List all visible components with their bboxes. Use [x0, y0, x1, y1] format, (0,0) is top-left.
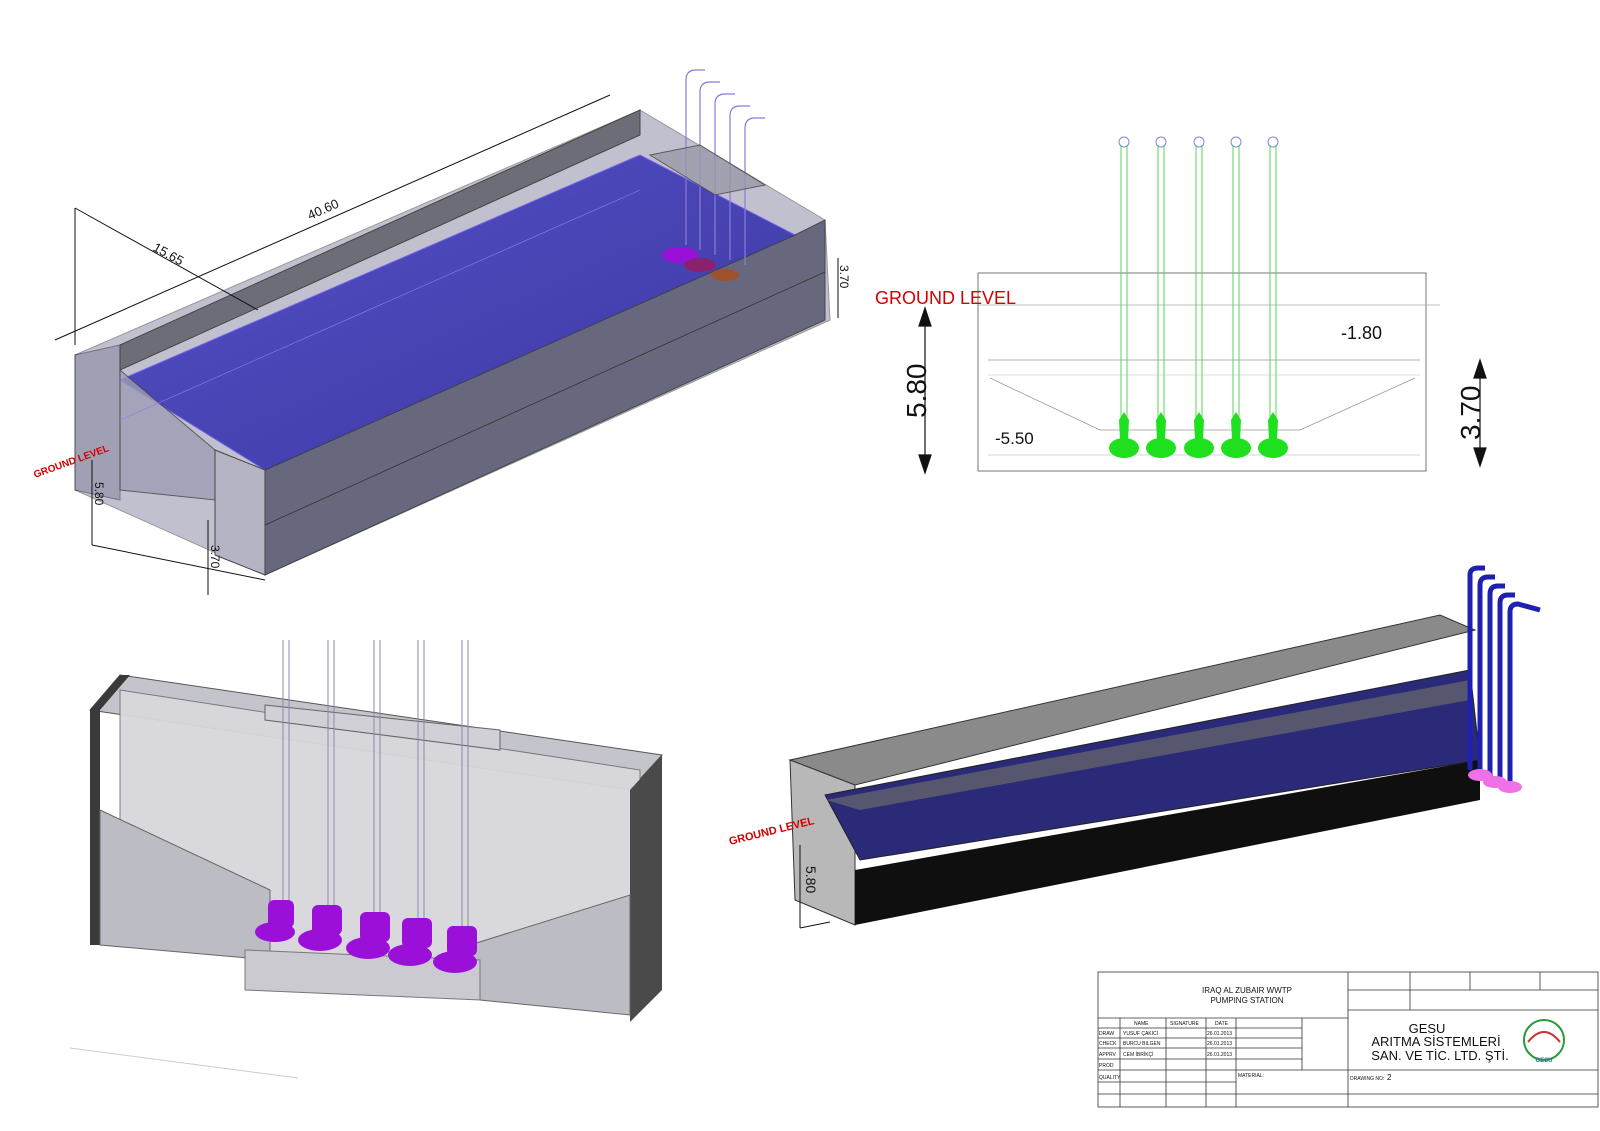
row-role: QUALITY — [1099, 1075, 1121, 1081]
company-line3: SAN. VE TİC. LTD. ŞTİ. — [1371, 1048, 1509, 1063]
row-date: 26.01.2013 — [1207, 1052, 1232, 1058]
cutaway-platform — [264, 704, 501, 751]
title-block — [1097, 971, 1599, 1108]
row-role: DRAW — [1099, 1031, 1114, 1037]
long-front-wall — [855, 760, 1480, 925]
col-name: NAME — [1134, 1021, 1149, 1027]
section-pumps — [1109, 412, 1288, 458]
dimension-height-right: 3.70 — [837, 265, 851, 289]
gesu-logo — [1523, 1019, 1565, 1061]
row-name: CEM İBRİKÇİ — [1123, 1051, 1154, 1058]
material-label: MATERIAL: — [1238, 1073, 1264, 1079]
level-top: -1.80 — [1341, 323, 1382, 343]
tank-corner-wall — [214, 449, 266, 576]
section-dimensions — [918, 306, 1487, 475]
depth-water: 3.70 — [1455, 386, 1486, 441]
dimension-depth-left: 5.80 — [92, 482, 106, 506]
logo-text: GESU — [1535, 1058, 1552, 1064]
drawing-no: 2 — [1387, 1073, 1392, 1082]
row-name: YUSUF ÇAKICI — [1123, 1031, 1158, 1037]
ground-level-label-section: GROUND LEVEL — [875, 288, 1016, 308]
col-signature: SIGNATURE — [1170, 1021, 1199, 1027]
dimension-depth-long: 5.80 — [803, 866, 819, 893]
cutaway-right-wall — [630, 755, 662, 1022]
long-pumps — [1468, 769, 1522, 793]
title-block-text: IRAQ AL ZUBAIR WWTP PUMPING STATION NAME… — [1099, 986, 1553, 1082]
long-pipes — [1467, 565, 1541, 790]
level-bottom: -5.50 — [995, 429, 1034, 448]
row-date: 26.01.2013 — [1207, 1041, 1232, 1047]
pump-cluster — [662, 247, 739, 281]
section-view: GROUND LEVEL -1.80 -5.50 5.80 3.70 — [875, 136, 1487, 475]
discharge-pipes — [685, 69, 765, 265]
long-perspective-view: GROUND LEVEL 5.80 — [728, 565, 1541, 929]
dimension-length: 40.60 — [305, 196, 341, 223]
cutaway-pumps — [255, 900, 477, 973]
dimension-height-left: 3.70 — [208, 545, 222, 569]
row-date: 26.01.2013 — [1207, 1031, 1232, 1037]
row-role: PROD — [1099, 1063, 1114, 1069]
long-inner-slab — [826, 680, 1470, 810]
dimension-lines — [54, 94, 839, 595]
col-date: DATE — [1215, 1021, 1229, 1027]
cutaway-view — [69, 640, 664, 1079]
pipe-heads — [1118, 136, 1279, 148]
section-pipes — [1120, 145, 1277, 425]
company-line2: ARITMA SİSTEMLERİ — [1371, 1034, 1500, 1049]
company-line1: GESU — [1409, 1021, 1446, 1036]
project-line2: PUMPING STATION — [1210, 996, 1283, 1005]
cutaway-pipes — [282, 640, 469, 940]
valve-platform — [648, 144, 767, 196]
row-name: BURCU BILGEN — [1123, 1041, 1161, 1047]
project-line1: IRAQ AL ZUBAIR WWTP — [1202, 986, 1292, 995]
dimension-width: 15.65 — [151, 240, 187, 269]
row-role: CHECK — [1099, 1041, 1117, 1047]
row-role: APPRV — [1099, 1052, 1117, 1058]
depth-total: 5.80 — [901, 364, 932, 419]
isometric-tank-view: 40.60 15.65 3.70 5.80 3.70 GROUND LEVEL — [32, 69, 851, 595]
drawing-no-label: DRAWING NO: — [1350, 1076, 1384, 1082]
